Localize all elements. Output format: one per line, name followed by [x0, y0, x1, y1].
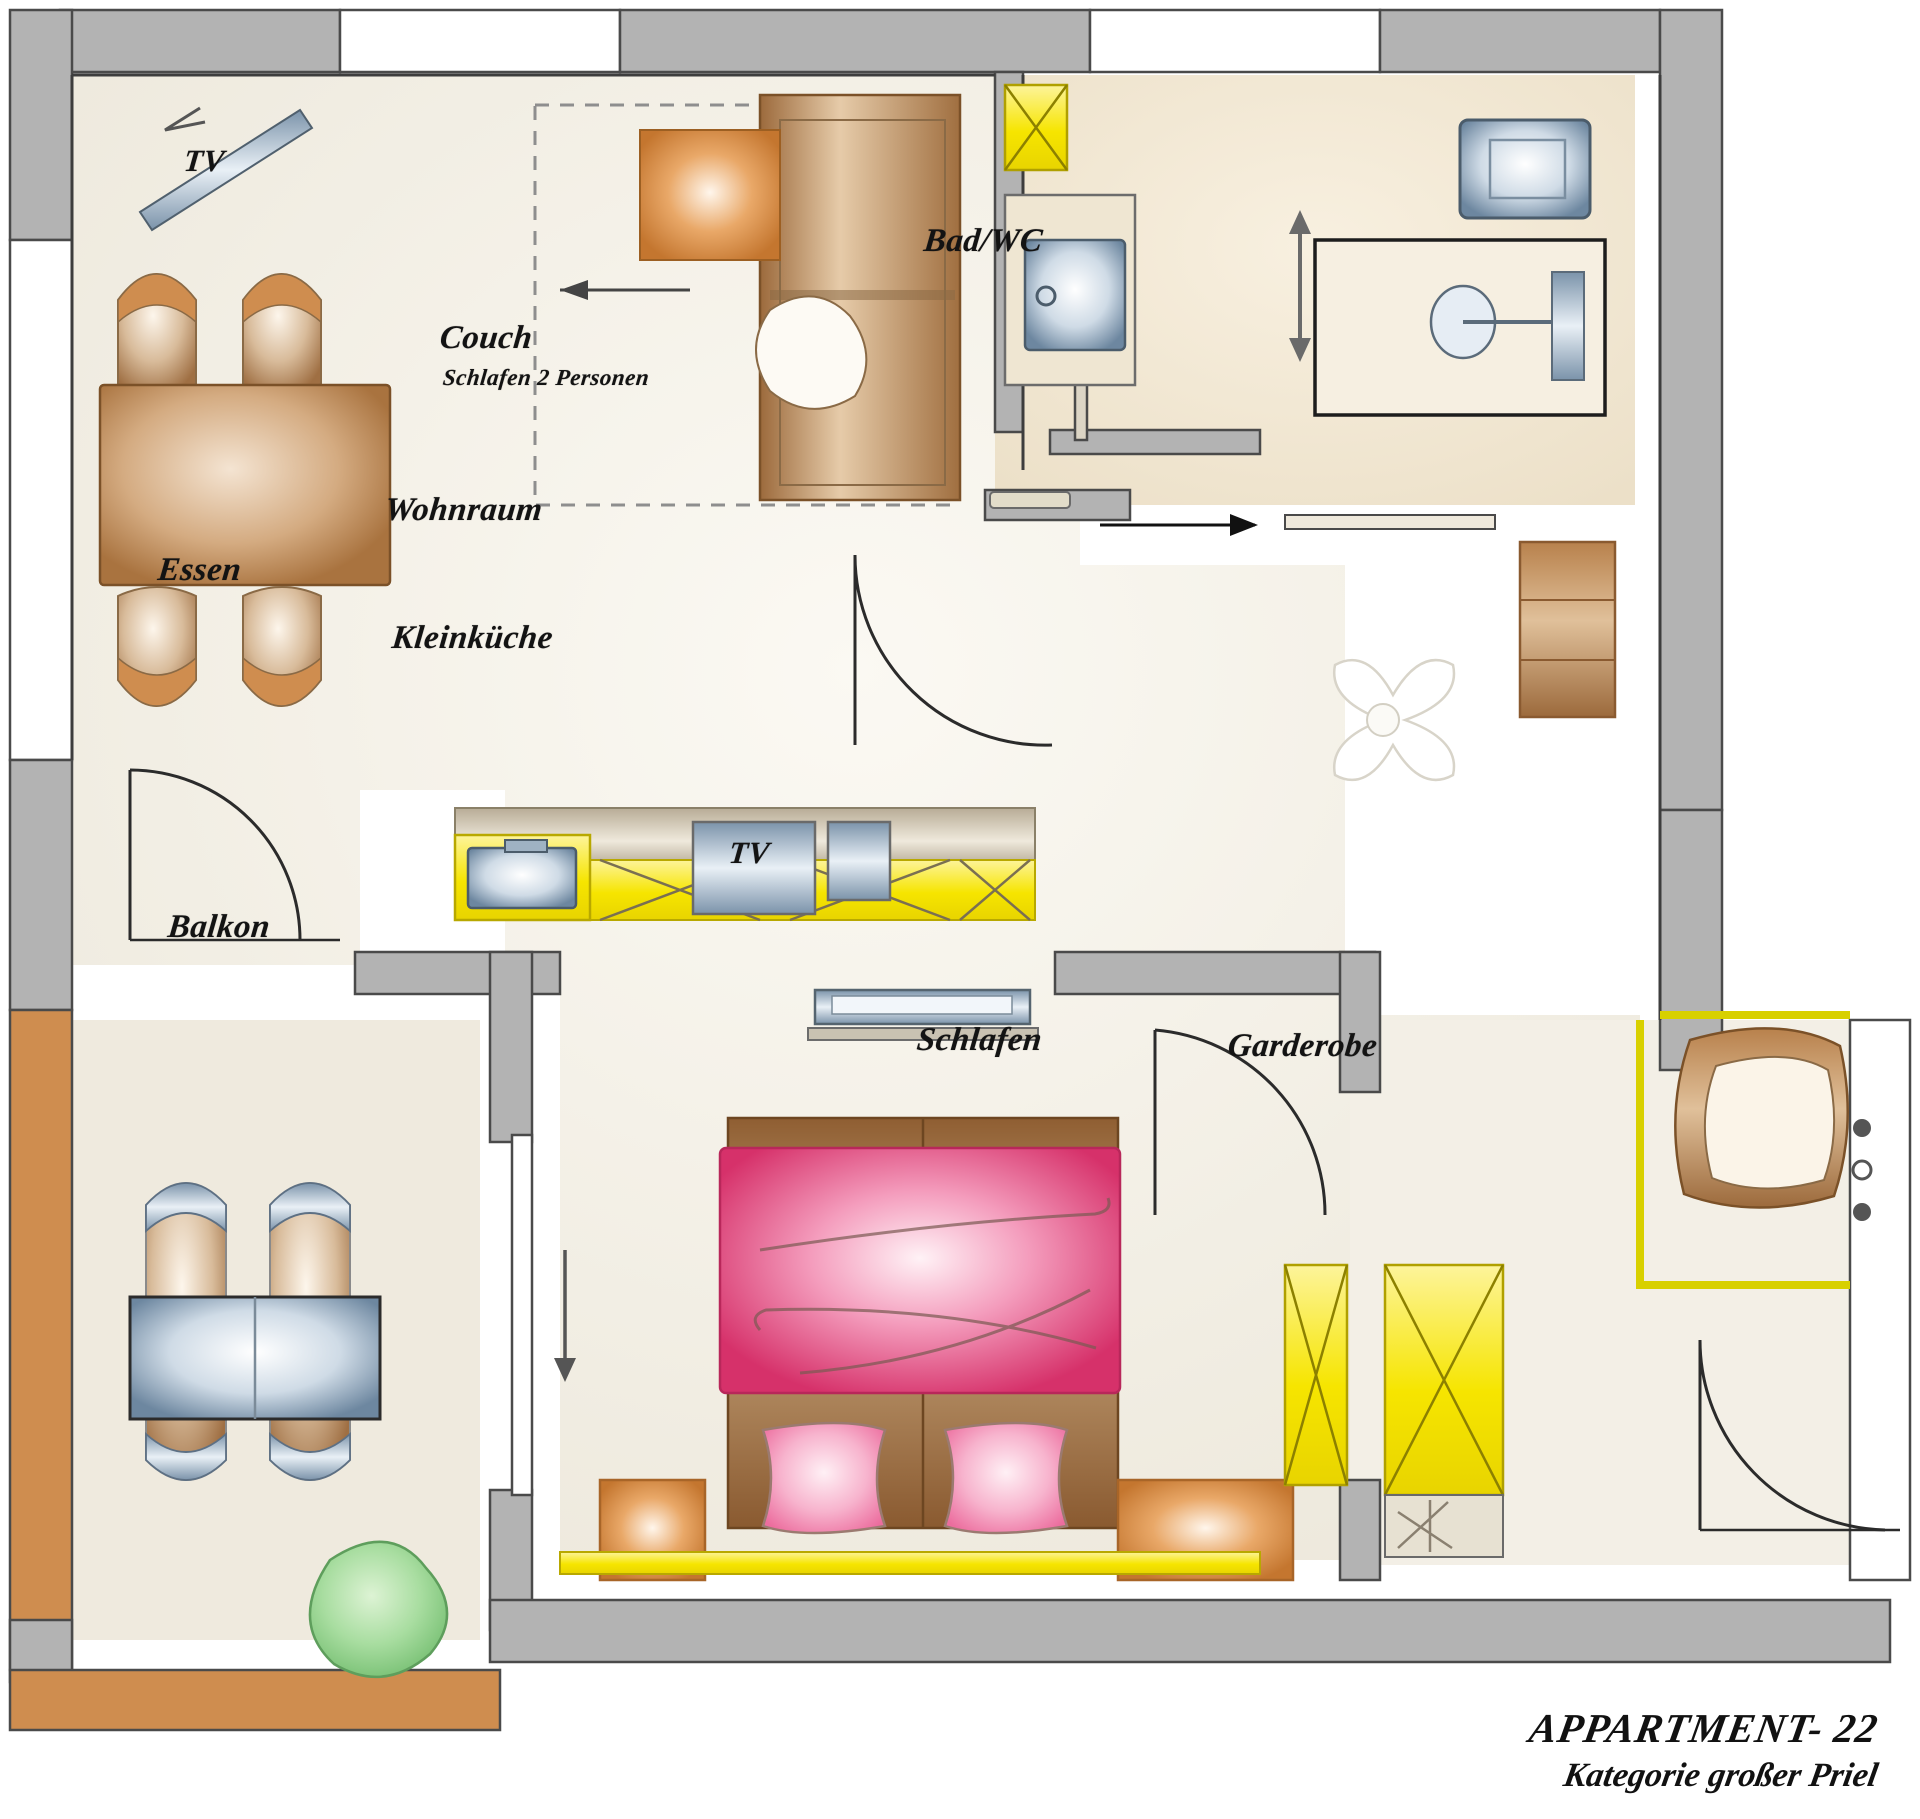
balcony-rail-bottom: [8, 1668, 502, 1732]
bedroom-wardrobes: [1283, 1263, 1505, 1558]
door-inner-swing: [853, 554, 1053, 747]
wardrobe-shelves: [1520, 599, 1615, 661]
bed-duvet: [718, 1146, 1122, 1395]
window-top-right: [1088, 8, 1382, 74]
balcony-rail-left: [8, 1008, 74, 1672]
wardrobe-mark: [1383, 1264, 1505, 1496]
coat-hooks: [1851, 1119, 1873, 1221]
shoe-rack-marks: [1397, 1500, 1453, 1552]
walls: [8, 8, 1912, 1732]
couch-group: [533, 93, 962, 507]
sofa-seam: [770, 290, 955, 300]
wall-left-upper: [8, 8, 74, 242]
dining-chair: [117, 273, 197, 394]
armchair: [1674, 1027, 1849, 1209]
window-top-left: [338, 8, 622, 74]
door-entry-swing: [1698, 1339, 1886, 1532]
annotation-couch: Couch: [438, 320, 535, 356]
bed-pillow: [943, 1421, 1069, 1535]
wall-top-left: [58, 8, 342, 74]
sofa-pillow: [755, 295, 868, 410]
bath-cabinet-mark: [1003, 84, 1069, 171]
basin-drain: [1035, 285, 1057, 307]
room-label-schlafen: Schlafen: [915, 1022, 1044, 1058]
sofa-inner: [779, 119, 946, 486]
wardrobe-unit: [1518, 540, 1617, 719]
couch-arrow-head: [560, 280, 588, 300]
wall-left-mid: [8, 758, 74, 1012]
dining-chair: [117, 586, 197, 707]
plan-subtitle: Kategorie großer Priel: [1561, 1757, 1882, 1794]
wardrobe-mark: [1283, 1264, 1349, 1486]
room-label-wohnraum: Wohnraum: [383, 492, 545, 528]
ceiling-fan: [1332, 658, 1456, 782]
couch-sleep-zone: [533, 103, 957, 507]
wall-bottom: [488, 1598, 1892, 1664]
window-left-living: [8, 238, 74, 762]
kitchen-pot: [466, 846, 578, 910]
duvet-folds: [753, 1197, 1111, 1375]
bath-mirror: [1458, 118, 1592, 220]
bedroom: [559, 988, 1295, 1582]
slider-arrow-head: [554, 1358, 576, 1382]
room-label-kleinkueche: Kleinküche: [390, 620, 555, 656]
door-living-swing: [129, 768, 302, 941]
doors: [128, 554, 1900, 1532]
plan-title: APPARTMENT- 22: [1526, 1705, 1883, 1751]
balcony-plant: [308, 1540, 449, 1679]
wall-gard-left-lower: [1338, 1478, 1382, 1582]
kitchen-pot-handle: [504, 839, 548, 853]
bath-step: [989, 491, 1071, 509]
wc-cistern: [1551, 271, 1585, 381]
dining-chair: [242, 586, 322, 707]
kitchenette: [453, 807, 1036, 922]
room-label-balkon: Balkon: [166, 909, 272, 945]
sofa-cushion: [639, 129, 781, 261]
wall-bedroom-left: [488, 950, 534, 1144]
wall-right-gard: [1658, 808, 1724, 1072]
bathroom: [983, 83, 1607, 536]
wall-right-upper: [1658, 8, 1724, 812]
bath-door-arrow-head: [1230, 514, 1258, 536]
dining-table: [98, 383, 392, 587]
bath-mirror-inner: [1488, 138, 1567, 200]
garderobe-yellow-trim: [1636, 1020, 1850, 1289]
washbasin: [1023, 238, 1127, 352]
corridor-wardrobe: [1518, 540, 1617, 719]
annotation-tv-bedroom: TV: [727, 835, 772, 870]
annotation-couch-sleeps: Schlafen 2 Personen: [441, 365, 651, 390]
wall-top-mid: [618, 8, 1092, 74]
arrow-head-down: [1289, 338, 1311, 362]
arrow-head-up: [1289, 210, 1311, 234]
wall-top-right: [1378, 8, 1662, 74]
room-label-badwc: Bad/WC: [922, 223, 1045, 259]
wall-gard-left-upper: [1338, 950, 1382, 1094]
wall-right-open: [1848, 1018, 1912, 1582]
bedroom-base-strip: [559, 1551, 1261, 1575]
balcony-furniture: [128, 1182, 449, 1679]
slider-track: [510, 1133, 534, 1497]
dining-set: [98, 273, 392, 707]
balcony-slider: [510, 1133, 576, 1497]
kitchen-appliance: [826, 820, 892, 902]
door-bedroom-swing: [1154, 1028, 1327, 1216]
annotation-tv-living: TV: [182, 143, 227, 178]
garderobe-area: [1636, 1011, 1873, 1289]
tv-bedroom-shelf: [807, 1027, 1039, 1041]
kitchen-sink: [691, 820, 817, 916]
room-label-garderobe: Garderobe: [1226, 1028, 1380, 1064]
room-label-essen: Essen: [156, 552, 244, 588]
wall-corridor-bottom: [1053, 950, 1377, 996]
bed-pillow: [761, 1421, 887, 1535]
tv-bedroom-screen: [831, 995, 1013, 1015]
tv-wall-living: [138, 106, 314, 232]
dining-chair: [242, 273, 322, 394]
bath-sill: [1284, 514, 1496, 530]
